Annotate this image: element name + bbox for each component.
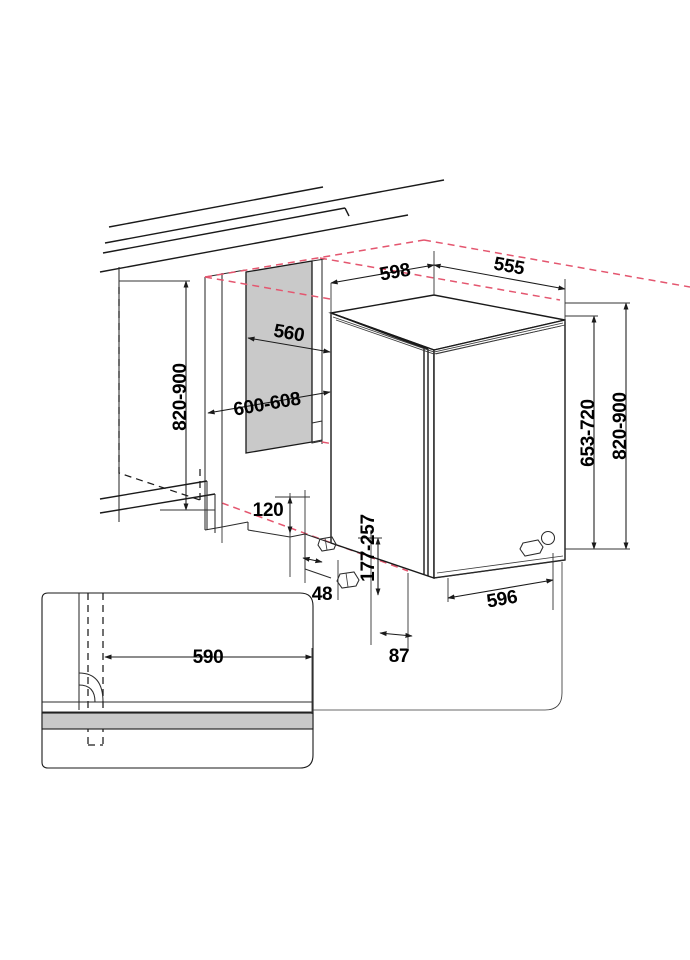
label-door-height: 653-720 (578, 399, 599, 467)
dimension-niche-width: 560 (247, 321, 331, 354)
label-detail-width: 590 (193, 647, 224, 668)
rear-roller-right (519, 530, 556, 557)
dimension-total-height: 820-900 (565, 302, 631, 550)
label-niche-height: 820-900 (170, 363, 191, 431)
dishwasher-body (328, 294, 566, 579)
dimension-foot-offset: 48 (302, 556, 333, 605)
appliance-base (247, 522, 566, 589)
label-total-height: 820-900 (610, 392, 631, 460)
floor-guides (221, 490, 554, 648)
niche-back-panel (245, 258, 326, 454)
label-width: 596 (485, 587, 519, 613)
label-plinth-height: 177-257 (358, 514, 379, 582)
adjustable-foot-rear-left (317, 536, 337, 552)
cabinet-top-edges (99, 179, 445, 273)
door-panel-detail-inset: 590 (41, 562, 563, 769)
label-plinth-recess: 120 (253, 500, 284, 521)
dimension-door-height: 653-720 (565, 315, 599, 550)
dimension-front-offset: 87 (379, 631, 413, 667)
dimension-plinth-height: 177-257 (358, 514, 382, 596)
label-side-depth: 555 (492, 254, 527, 280)
label-front-offset: 87 (389, 646, 410, 667)
adjustable-foot-front-left (336, 571, 360, 589)
dimension-top-depth: 598 (330, 251, 435, 315)
dimension-width: 596 (447, 578, 554, 613)
label-foot-offset: 48 (312, 584, 333, 605)
label-niche-width: 560 (272, 321, 306, 347)
dimension-niche-height: 820-900 (119, 280, 215, 511)
dimension-plinth-recess: 120 (253, 496, 310, 534)
label-top-depth: 598 (378, 260, 412, 286)
